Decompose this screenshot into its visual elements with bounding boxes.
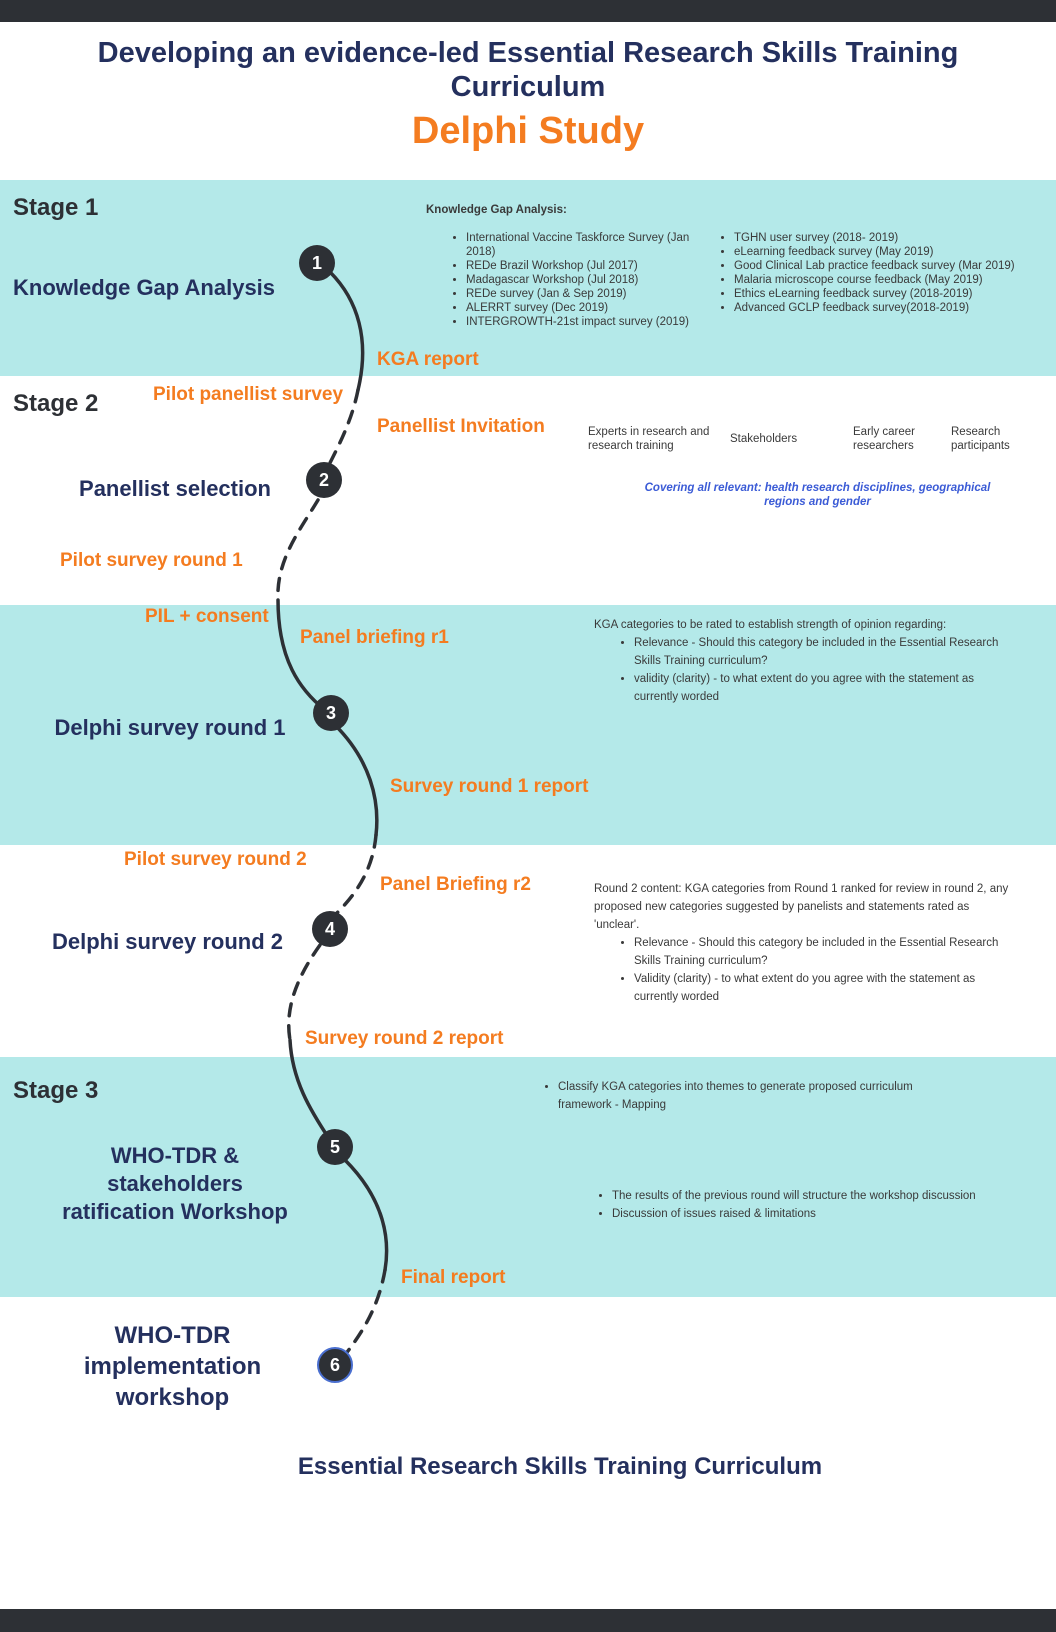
label-survey-round1-report: Survey round 1 report <box>390 776 589 797</box>
step3-marker: 3 <box>313 695 349 731</box>
list-item: eLearning feedback survey (May 2019) <box>734 245 1056 259</box>
stage2-heading: Stage 2 <box>13 390 99 417</box>
list-item: ALERRT survey (Dec 2019) <box>466 301 700 315</box>
panel-group-early-career: Early career researchers <box>853 426 915 452</box>
stage1-band <box>0 180 1056 376</box>
stage1-heading: Stage 1 <box>13 194 99 221</box>
top-bar <box>0 0 1056 22</box>
label-survey-round2-report: Survey round 2 report <box>305 1028 504 1049</box>
round2-intro: Round 2 content: KGA categories from Rou… <box>594 883 1009 931</box>
list-item: Discussion of issues raised & limitation… <box>612 1205 994 1223</box>
list-item: Madagascar Workshop (Jul 2018) <box>466 273 700 287</box>
list-item: International Vaccine Taskforce Survey (… <box>466 231 700 259</box>
step4-name: Delphi survey round 2 <box>51 929 284 954</box>
list-item: Validity (clarity) - to what extent do y… <box>634 970 1014 1006</box>
workshop-notes: The results of the previous round will s… <box>594 1187 994 1223</box>
label-pilot-survey-round1: Pilot survey round 1 <box>60 550 243 571</box>
list-item: REDe survey (Jan & Sep 2019) <box>466 287 700 301</box>
list-item: Ethics eLearning feedback survey (2018-2… <box>734 287 1056 301</box>
step1-name: Knowledge Gap Analysis <box>13 275 276 300</box>
step4-marker: 4 <box>312 911 348 947</box>
list-item: Malaria microscope course feedback (May … <box>734 273 1056 287</box>
step3-name: Delphi survey round 1 <box>54 715 286 740</box>
list-item: validity (clarity) - to what extent do y… <box>634 670 1014 706</box>
round1-intro: KGA categories to be rated to establish … <box>594 619 947 631</box>
label-pilot-survey-round2: Pilot survey round 2 <box>124 849 307 870</box>
list-item: The results of the previous round will s… <box>612 1187 994 1205</box>
panel-group-participants: Research participants <box>951 426 1010 452</box>
footer-title: Essential Research Skills Training Curri… <box>297 1453 823 1480</box>
label-kga-report: KGA report <box>377 349 479 370</box>
page-title: Developing an evidence-led Essential Res… <box>97 37 959 103</box>
step2-name: Panellist selection <box>79 476 271 501</box>
label-pil-consent: PIL + consent <box>145 606 269 627</box>
panel-group-experts: Experts in research and research trainin… <box>588 426 710 452</box>
label-pilot-panellist-survey: Pilot panellist survey <box>153 384 344 405</box>
label-panellist-invitation: Panellist Invitation <box>377 416 545 437</box>
page-subtitle: Delphi Study <box>411 110 645 152</box>
step5-marker: 5 <box>317 1129 353 1165</box>
stage3-band <box>0 1057 1056 1297</box>
round1-notes: KGA categories to be rated to establish … <box>594 616 1014 706</box>
stage3-heading: Stage 3 <box>13 1077 99 1104</box>
bottom-bar <box>0 1609 1056 1632</box>
list-item: TGHN user survey (2018- 2019) <box>734 231 1056 245</box>
list-item: Good Clinical Lab practice feedback surv… <box>734 259 1056 273</box>
mapping-note: Classify KGA categories into themes to g… <box>540 1078 920 1114</box>
label-final-report: Final report <box>401 1267 506 1288</box>
step1-marker: 1 <box>299 245 335 281</box>
step5-name: WHO-TDR & stakeholders ratification Work… <box>62 1143 288 1224</box>
round2-notes: Round 2 content: KGA categories from Rou… <box>594 880 1014 1006</box>
panel-group-stakeholders: Stakeholders <box>730 433 798 445</box>
list-item: Advanced GCLP feedback survey(2018-2019) <box>734 301 1056 315</box>
step6-marker: 6 <box>317 1347 353 1383</box>
list-item: Relevance - Should this category be incl… <box>634 934 1014 970</box>
list-item: Relevance - Should this category be incl… <box>634 634 1014 670</box>
kga-right-list: TGHN user survey (2018- 2019) eLearning … <box>716 231 1056 315</box>
kga-left-list: International Vaccine Taskforce Survey (… <box>448 231 700 329</box>
step6-name: WHO-TDR implementation workshop <box>83 1322 262 1411</box>
list-item: Classify KGA categories into themes to g… <box>558 1078 920 1114</box>
label-panel-briefing-r1: Panel briefing r1 <box>300 627 449 648</box>
list-item: INTERGROWTH-21st impact survey (2019) <box>466 315 700 329</box>
label-panel-briefing-r2: Panel Briefing r2 <box>380 874 531 895</box>
list-item: REDe Brazil Workshop (Jul 2017) <box>466 259 700 273</box>
panel-coverage-note: Covering all relevant: health research d… <box>644 482 991 508</box>
round1-band <box>0 605 1056 845</box>
kga-heading: Knowledge Gap Analysis: <box>426 204 567 216</box>
step2-marker: 2 <box>306 462 342 498</box>
